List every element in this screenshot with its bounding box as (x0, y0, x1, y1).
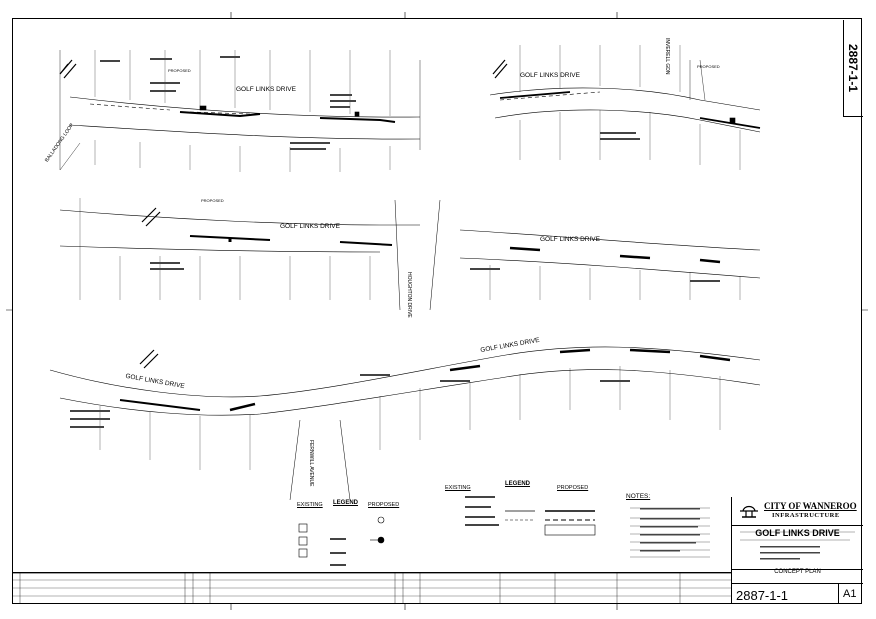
title-block-project: GOLF LINKS DRIVE (732, 525, 863, 570)
side-drawing-number: 2887-1-1 (843, 20, 863, 117)
city-crest-icon (740, 505, 758, 518)
drawing-subtitle: CONCEPT PLAN (774, 569, 821, 575)
legend-right-existing: EXISTING (445, 485, 471, 491)
street-label-golf-links-drive-2: GOLF LINKS DRIVE (520, 72, 580, 79)
legend-left-proposed: PROPOSED (368, 502, 400, 508)
street-label-golf-links-drive-4: GOLF LINKS DRIVE (540, 236, 600, 243)
project-title: GOLF LINKS DRIVE (755, 528, 840, 538)
title-block-organisation: CITY OF WANNEROO INFRASTRUCTURE (732, 497, 863, 526)
sheet-size: A1 (843, 588, 857, 600)
title-block-drawing-title: CONCEPT PLAN (732, 569, 863, 584)
street-label-fernwill-avenue: FERNWILL AVENUE (308, 440, 314, 487)
drawing-number: 2887-1-1 (736, 588, 789, 603)
street-label-houghton-drive: HOUGHTON DRIVE (406, 272, 412, 318)
proposed-callout-2: PROPOSED (697, 64, 720, 69)
title-block-divider (838, 583, 839, 604)
proposed-callout-3: PROPOSED (201, 198, 224, 203)
drawing-sheet-border (12, 18, 862, 604)
street-label-inverell-gdn: INVERELL GDN (664, 38, 670, 75)
legend-left-existing: EXISTING (297, 502, 323, 508)
legend-right-proposed: PROPOSED (557, 485, 589, 491)
legend-left-heading: LEGEND (333, 500, 359, 506)
org-department: INFRASTRUCTURE (772, 512, 840, 519)
side-drawing-number-text: 2887-1-1 (846, 43, 861, 93)
project-title-detail (732, 540, 863, 546)
title-block-number: 2887-1-1 A1 (732, 583, 863, 604)
notes-heading: NOTES: (626, 493, 651, 500)
proposed-callout-1: PROPOSED (168, 68, 191, 73)
legend-right-heading: LEGEND (505, 481, 531, 487)
revision-table (12, 572, 731, 605)
street-label-golf-links-drive-3: GOLF LINKS DRIVE (280, 223, 340, 230)
street-label-golf-links-drive-1: GOLF LINKS DRIVE (236, 86, 296, 93)
title-block: CITY OF WANNEROO INFRASTRUCTURE GOLF LIN… (731, 497, 863, 604)
org-name: CITY OF WANNEROO (764, 501, 857, 511)
